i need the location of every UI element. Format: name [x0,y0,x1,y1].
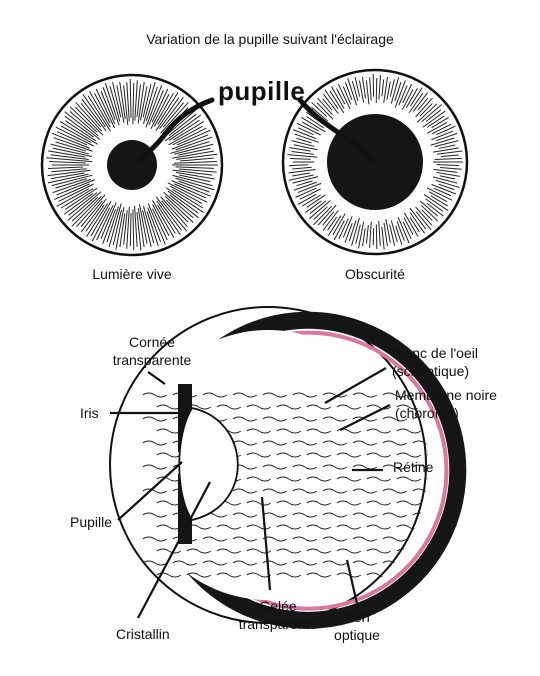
pupil-large [327,114,423,210]
lens [178,406,239,522]
caption-darkness: Obscurité [345,266,405,282]
label-choroid: Membrane noire (choroïde) [395,387,497,421]
label-vitreous: Gelée transparente [238,598,318,632]
label-optic-nerve: Nerf optique [334,609,380,643]
choroid [174,311,467,629]
iris-fibers-left [46,79,218,251]
caption-bright-light: Lumière vive [92,266,172,282]
label-retina: Rétine [393,459,434,475]
pupil-callout-label: pupille [218,76,306,106]
leader-lines [110,367,391,619]
page-title: Variation de la pupille suivant l'éclair… [146,31,394,47]
iris-darkness [281,68,469,256]
label-sclera: Blanc de l'oeil (sclérotique) [392,345,478,379]
label-cornea: Cornée transparente [112,334,192,368]
pupil-pointer-left [137,97,215,163]
eye-cross-section [109,306,467,629]
label-pupil: Pupille [70,514,113,530]
label-iris: Iris [80,405,99,421]
iris-bright-light [40,73,224,257]
pupil-small [107,140,157,190]
label-lens: Cristallin [116,626,170,642]
pupil-pointer-right [297,97,375,163]
